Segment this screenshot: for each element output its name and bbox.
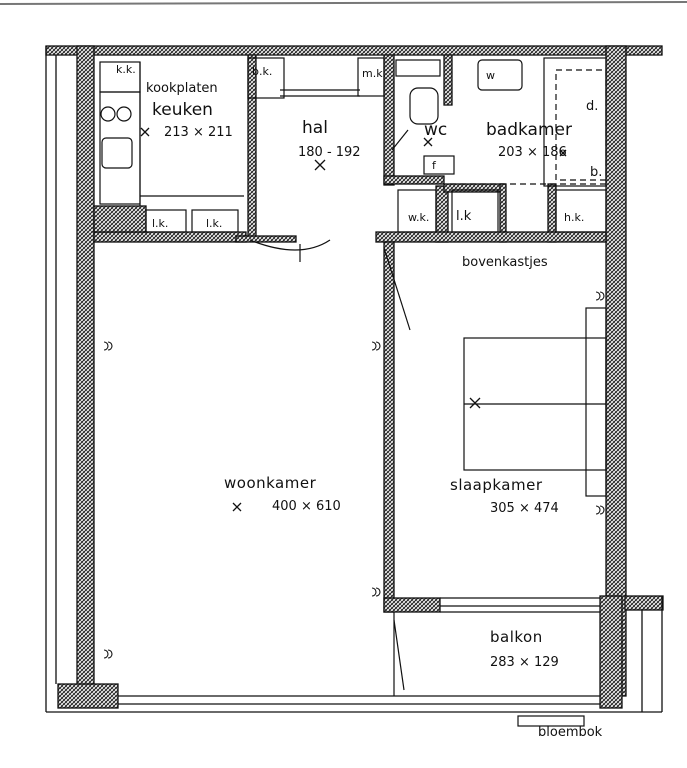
room-name-hal: hal <box>302 118 328 138</box>
bedroom-bottom-wall <box>383 597 441 613</box>
balcony-side-wall <box>624 595 664 611</box>
outlet-symbols <box>103 291 605 659</box>
top-wall <box>45 45 663 56</box>
lk-label-1: l.k. <box>152 217 169 230</box>
facade-lines <box>45 46 663 713</box>
scan-edge-line <box>0 1 687 5</box>
d-label: d. <box>586 99 599 114</box>
b-label: b. <box>590 165 603 180</box>
mk-label: m.k. <box>362 67 387 80</box>
kitchen-hall-wall <box>247 54 257 241</box>
f-label: f <box>432 159 436 172</box>
balcony-right-pier <box>599 595 623 709</box>
bk-label: b.k. <box>252 65 273 78</box>
w-label: w <box>486 69 495 82</box>
kookplaten-label: kookplaten <box>146 81 218 96</box>
room-size-keuken: 213 × 211 <box>164 125 233 140</box>
room-name-wc: wc <box>424 120 448 140</box>
hk-label: h.k. <box>564 211 585 224</box>
wc-bath-wall <box>443 54 453 106</box>
bloembok-label: bloembok <box>538 725 603 740</box>
outer-walls <box>45 45 664 709</box>
bovenkastjes-label: bovenkastjes <box>462 255 548 270</box>
wc-bottom-wall <box>383 175 445 185</box>
room-name-keuken: keuken <box>152 100 213 120</box>
fixtures <box>99 57 607 727</box>
room-size-badkamer: 203 × 186 <box>498 145 567 160</box>
kitchen-cabinet-block <box>93 205 147 233</box>
left-wall <box>76 45 95 697</box>
kitchen-bottom-wall <box>93 231 247 243</box>
room-size-hal: 180 - 192 <box>298 145 361 160</box>
hall-bottom-wall <box>235 235 297 243</box>
living-bedroom-wall <box>383 241 395 613</box>
wk-label: w.k. <box>408 211 430 224</box>
room-name-balkon: balkon <box>490 628 543 646</box>
bottom-left-pier <box>57 683 119 709</box>
bedroom-top-wall <box>375 231 607 243</box>
bath-bottom-wall <box>443 183 505 193</box>
room-name-slaapkamer: slaapkamer <box>450 476 543 494</box>
room-size-slaapkamer: 305 × 474 <box>490 501 559 516</box>
room-size-balkon: 283 × 129 <box>490 655 559 670</box>
lk-label-2: l.k. <box>206 217 223 230</box>
hall-wc-wall <box>383 54 395 186</box>
lk-label-3: l.k <box>456 209 472 224</box>
room-name-woonkamer: woonkamer <box>224 474 317 492</box>
room-centre-marks <box>140 127 567 512</box>
room-name-badkamer: badkamer <box>486 120 572 140</box>
kk-label: k.k. <box>116 63 136 76</box>
room-size-woonkamer: 400 × 610 <box>272 499 341 514</box>
